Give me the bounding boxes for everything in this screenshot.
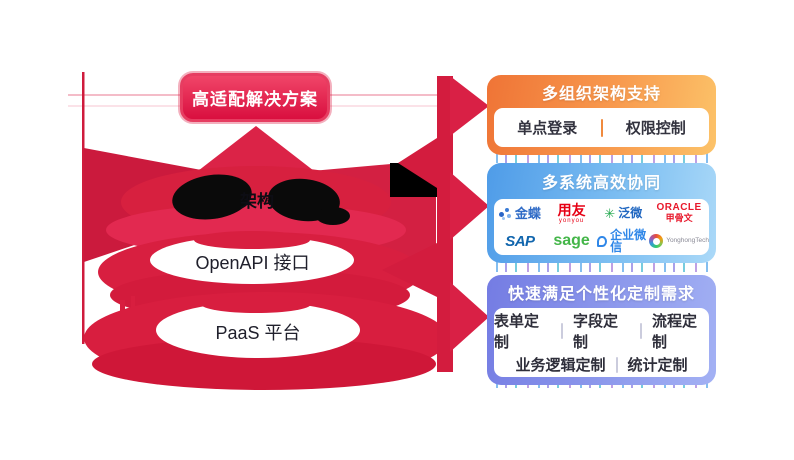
pyramid-apex-arrow [185,126,327,181]
logo-oracle-sub: 甲骨文 [665,213,693,223]
connector-arrow-card1 [450,76,489,136]
card-system-collab-body: 金蝶 用友 yonyou ✳ 泛微 ORACLE 甲骨文 SAP [494,199,709,255]
divider [600,118,603,137]
card-customization: 快速满足个性化定制需求 表单定制 字段定制 流程定制 业务逻辑定制 统计定制 [487,275,716,385]
customization-row-1: 表单定制 字段定制 流程定制 [494,310,709,352]
pyramid-layer3-face [156,302,360,358]
logo-oracle-label: ORACLE [656,202,702,213]
divider [561,323,563,339]
logo-sage: sage [546,233,598,249]
pyramid-layer2-rim [194,231,310,249]
card-customization-title: 快速满足个性化定制需求 [507,285,695,303]
divider [615,356,618,373]
connector-arrow-card2 [450,172,489,240]
logo-sap: SAP [494,234,546,249]
card-system-collab: 多系统高效协同 金蝶 用友 yonyou ✳ 泛微 ORACLE 甲骨文 [487,163,716,263]
connector-ribbon [437,76,453,372]
logo-yonyou: 用友 yonyou [546,203,598,224]
divider [640,323,642,339]
artifact-stripe [120,300,125,330]
logo-kingdee-label: 金蝶 [514,205,541,221]
logo-weaver: ✳ 泛微 [597,207,649,220]
layer2-openapi-label: OpenAPI 接口 [195,253,310,273]
logo-yonghong-label: YonghongTech [666,236,709,244]
solution-badge-label: 高适配解决方案 [192,90,318,109]
logo-wecom: 企业微信 [597,229,649,253]
feature-sso: 单点登录 [517,120,578,137]
connector-bowtie [398,138,437,188]
logo-oracle: ORACLE 甲骨文 [649,203,709,223]
logo-yonyou-sub: yonyou [558,217,585,224]
artifact-ticks [496,262,708,272]
card-org-structure-body: 单点登录 权限控制 [494,108,709,147]
card-customization-body: 表单定制 字段定制 流程定制 业务逻辑定制 统计定制 [494,308,709,377]
artifact-stripe [131,296,135,332]
logo-kingdee: 金蝶 [494,207,546,220]
pyramid-layer3-base [92,338,436,390]
solution-badge: 高适配解决方案 [180,73,330,122]
logo-wecom-label: 企业微信 [610,228,647,254]
logo-yonyou-label: 用友 [557,201,586,218]
pyramid-layer2-face [150,236,354,284]
layer3-paas-label: PaaS 平台 [215,323,301,343]
connector-arrow-card3 [450,282,489,352]
yonghong-ring-icon [649,234,664,248]
artifact-vertical-line [82,72,85,344]
card-org-structure: 多组织架构支持 单点登录 权限控制 [487,75,716,155]
feature-stats-custom: 统计定制 [627,357,688,374]
feature-flow-custom: 流程定制 [651,313,697,351]
card-org-structure-title: 多组织架构支持 [541,85,661,103]
pyramid-layer3-rim [201,295,311,313]
customization-row-2: 业务逻辑定制 统计定制 [494,354,709,375]
kingdee-dots-icon [498,207,512,220]
feature-form-custom: 表单定制 [494,313,540,351]
artifact-black-blob [172,174,252,220]
artifact-ticks [496,153,708,163]
logo-sap-label: SAP [505,232,535,250]
connector-bowtie [382,243,437,297]
feature-permission: 权限控制 [625,120,686,137]
weaver-star-icon: ✳ [604,205,616,221]
logo-weaver-label: 泛微 [618,206,643,220]
logo-yonghong: YonghongTech [649,234,709,248]
wecom-bubble-icon [597,235,608,247]
feature-logic-custom: 业务逻辑定制 [515,357,606,374]
feature-field-custom: 字段定制 [572,313,618,351]
artifact-black-blob [316,207,350,225]
logo-sage-label: sage [553,232,590,249]
layer1-architecture-label: 架构 [240,192,274,211]
card-system-collab-title: 多系统高效协同 [541,175,661,192]
